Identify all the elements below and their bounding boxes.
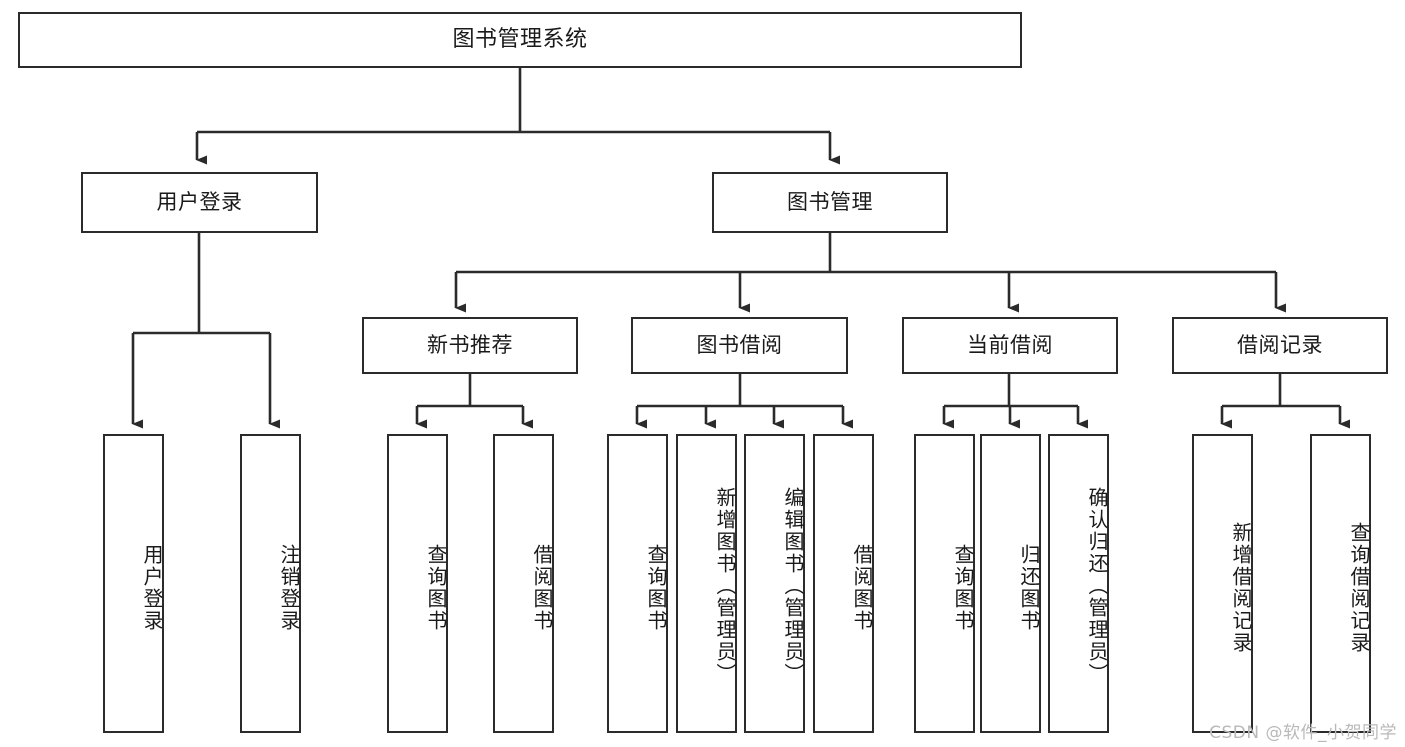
node-book-management[interactable]: 图书管理 [712, 172, 948, 233]
leaf-user-login-signout[interactable]: 注销登录 [240, 434, 301, 733]
leaf-label: 查询图书 [951, 543, 975, 632]
node-root-label: 图书管理系统 [452, 26, 588, 52]
leaf-label: 查询借阅记录 [1347, 521, 1371, 654]
node-current-borrow[interactable]: 当前借阅 [902, 317, 1118, 374]
leaf-current-confirm-return-admin[interactable]: 确认归还（管理员） [1048, 434, 1109, 733]
node-current-borrow-label: 当前借阅 [967, 332, 1053, 357]
node-user-login[interactable]: 用户登录 [81, 172, 318, 233]
leaf-label: 确认归还（管理员） [1085, 486, 1109, 685]
node-new-book-recommend[interactable]: 新书推荐 [362, 317, 578, 374]
leaf-borrow-add-book-admin[interactable]: 新增图书（管理员） [676, 434, 737, 733]
leaf-current-query-book[interactable]: 查询图书 [914, 434, 975, 733]
leaf-record-add-borrow-record[interactable]: 新增借阅记录 [1192, 434, 1253, 733]
leaf-label: 查询图书 [644, 543, 668, 632]
leaf-label: 新增图书（管理员） [713, 486, 737, 685]
leaf-label: 注销登录 [277, 543, 301, 632]
leaf-label: 编辑图书（管理员） [781, 486, 805, 685]
leaf-borrow-edit-book-admin[interactable]: 编辑图书（管理员） [744, 434, 805, 733]
node-borrow-record-label: 借阅记录 [1237, 332, 1323, 357]
leaf-current-return-book[interactable]: 归还图书 [980, 434, 1041, 733]
leaf-label: 新增借阅记录 [1229, 521, 1253, 654]
node-book-management-label: 图书管理 [787, 189, 873, 214]
leaf-user-login-signin[interactable]: 用户登录 [103, 434, 164, 733]
csdn-watermark: CSDN @软件_小贺同学 [1209, 723, 1397, 743]
node-book-borrow[interactable]: 图书借阅 [631, 317, 848, 374]
leaf-label: 用户登录 [140, 543, 164, 632]
leaf-label: 归还图书 [1017, 543, 1041, 632]
leaf-label: 借阅图书 [850, 543, 874, 632]
leaf-borrow-borrow-book[interactable]: 借阅图书 [813, 434, 874, 733]
node-new-book-recommend-label: 新书推荐 [427, 332, 513, 357]
node-root-system[interactable]: 图书管理系统 [18, 12, 1022, 68]
leaf-recommend-borrow-book[interactable]: 借阅图书 [493, 434, 554, 733]
node-book-borrow-label: 图书借阅 [696, 332, 783, 357]
leaf-record-query-borrow-record[interactable]: 查询借阅记录 [1310, 434, 1371, 733]
leaf-borrow-query-book[interactable]: 查询图书 [607, 434, 668, 733]
leaf-label: 借阅图书 [530, 543, 554, 632]
node-user-login-label: 用户登录 [156, 189, 243, 214]
leaf-recommend-query-book[interactable]: 查询图书 [387, 434, 448, 733]
node-borrow-record[interactable]: 借阅记录 [1172, 317, 1388, 374]
leaf-label: 查询图书 [424, 543, 448, 632]
